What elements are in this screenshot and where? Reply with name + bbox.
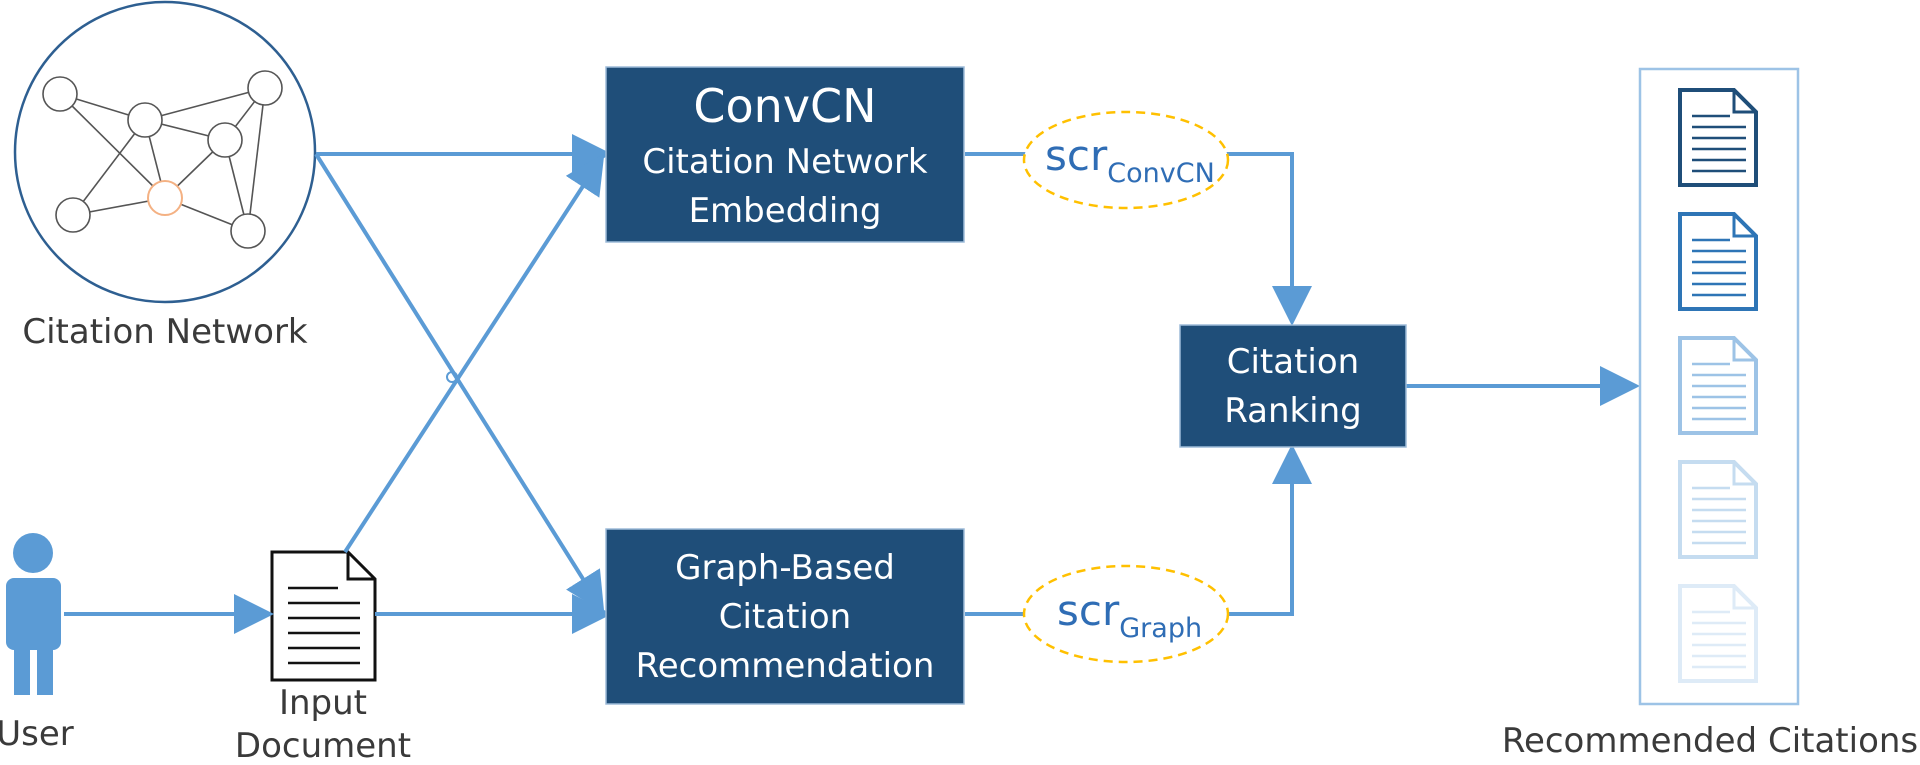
score-convcn-sub: ConvCN	[1107, 158, 1215, 189]
convcn-box: ConvCN Citation Network Embedding	[605, 66, 965, 243]
crossing-marker	[446, 371, 458, 383]
svg-text:scrGraph: scrGraph	[1057, 586, 1202, 644]
score-graph: scrGraph	[1022, 564, 1230, 664]
recommended-document-icon	[1678, 460, 1758, 559]
recommended-document-icon	[1678, 212, 1758, 311]
convcn-title: ConvCN	[693, 79, 876, 133]
network-node	[55, 197, 91, 233]
score-convcn: scrConvCN	[1022, 110, 1230, 210]
ranking-line2: Ranking	[1224, 391, 1362, 431]
input-document-label-line2: Document	[235, 726, 411, 765]
score-graph-base: scr	[1057, 586, 1120, 635]
citation-network-label: Citation Network	[22, 312, 308, 352]
recommended-citations-label: Recommended Citations	[1502, 721, 1918, 761]
convcn-line1: Citation Network	[642, 142, 928, 182]
network-node	[207, 122, 243, 158]
recommended-document-icon	[1678, 336, 1758, 435]
network-node	[230, 213, 266, 249]
network-node	[247, 70, 283, 106]
input-document-icon	[270, 550, 377, 682]
graph-box-line2: Citation	[719, 597, 851, 637]
svg-text:scrConvCN: scrConvCN	[1045, 131, 1215, 189]
network-node	[42, 76, 78, 112]
citation-ranking-box: Citation Ranking	[1179, 324, 1407, 448]
score-graph-sub: Graph	[1119, 613, 1202, 644]
score-convcn-base: scr	[1045, 131, 1108, 180]
ranking-line1: Citation	[1227, 342, 1359, 382]
convcn-line2: Embedding	[689, 191, 882, 231]
user-label: User	[0, 714, 74, 754]
user-icon	[6, 533, 61, 695]
network-node	[127, 102, 163, 138]
citation-network-graphic	[13, 0, 317, 304]
recommended-citations-panel	[1638, 67, 1800, 706]
arrow-document-to-convcn	[343, 153, 605, 554]
recommended-document-icon	[1678, 584, 1758, 683]
graph-box-line3: Recommendation	[636, 646, 935, 686]
network-node-highlighted	[147, 180, 183, 216]
graph-based-box: Graph-Based Citation Recommendation	[605, 528, 965, 705]
input-document-label-line1: Input	[279, 683, 367, 723]
recommended-document-icon	[1678, 88, 1758, 187]
graph-box-line1: Graph-Based	[675, 548, 895, 588]
